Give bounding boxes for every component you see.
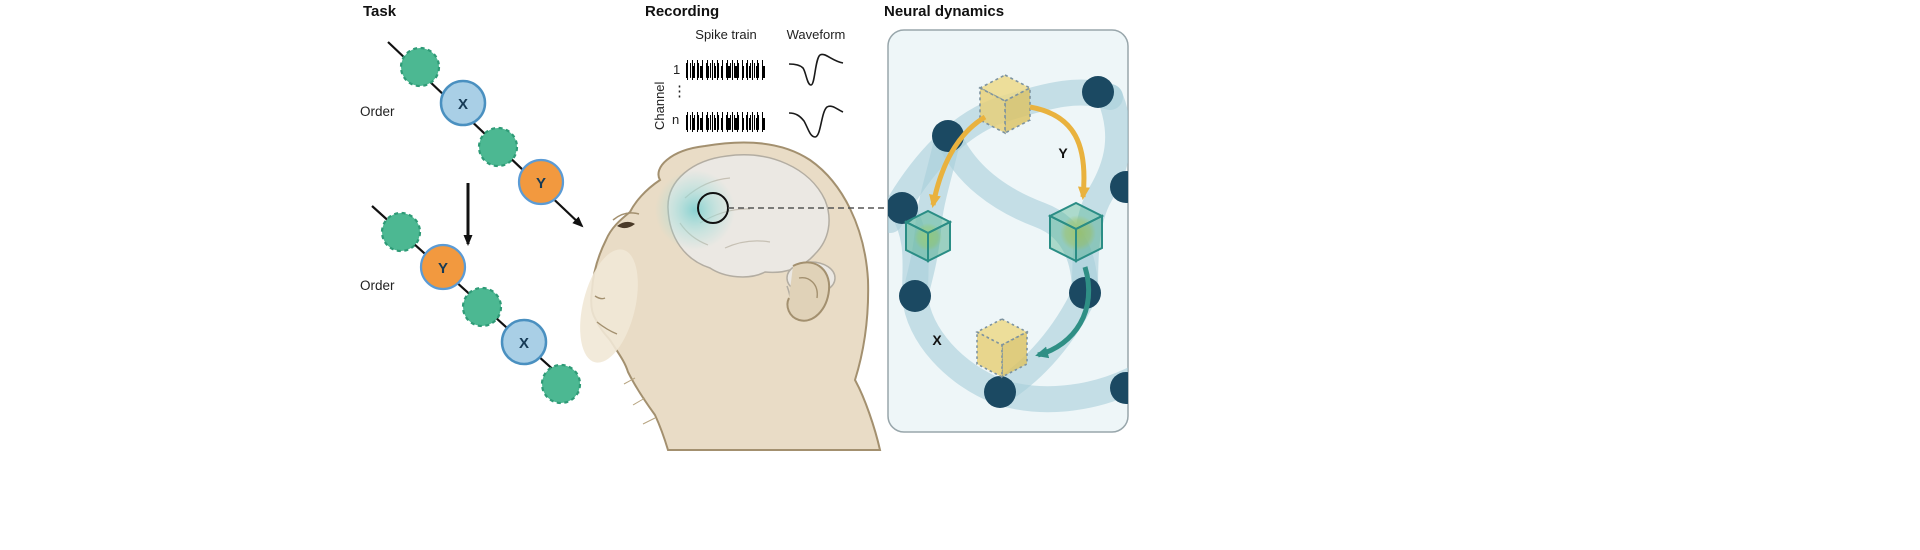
order-label-1: Order: [360, 104, 395, 119]
monkey-mouth-line: [596, 321, 618, 335]
transition-arrow-yellow-right: [1029, 104, 1090, 200]
latent-cube-bottom: [975, 318, 1029, 379]
stimulus-x-circle: [500, 318, 548, 366]
channel-1-tick: 1: [673, 62, 681, 77]
latent-cube-top: [978, 74, 1032, 135]
monkey-fur-strokes: [623, 377, 656, 425]
waveform-column-label: Waveform: [786, 27, 846, 42]
transition-arrow-teal: [1035, 266, 1092, 359]
neural-state-y-label: Y: [1058, 145, 1068, 161]
task-panel-title: Task: [363, 3, 397, 20]
waveform-channel-n: [788, 105, 844, 138]
transition-arrow-yellow-left: [929, 114, 987, 208]
network-node: [932, 120, 964, 152]
stimulus-x-seq1: X: [439, 79, 487, 127]
active-cube-right: [1047, 201, 1105, 263]
stimulus-y-label: Y: [438, 260, 448, 277]
network-node: [899, 280, 931, 312]
stimulus-x-label: X: [458, 96, 468, 113]
spike-train-channel-n: [686, 110, 766, 134]
monkey-ear: [786, 261, 831, 322]
distractor-circle: [461, 286, 503, 328]
order-label-2: Order: [360, 278, 395, 293]
stimulus-x-label: X: [519, 335, 529, 352]
network-node: [888, 192, 918, 224]
channel-ellipsis: ⋮: [672, 83, 687, 100]
spike-waveform-trace: [788, 105, 844, 138]
distractor-circle: [477, 126, 519, 168]
spike-train-channel-1: [686, 58, 766, 82]
monkey-nostril-line: [594, 295, 606, 300]
stimulus-x-seq2: X: [500, 318, 548, 366]
monkey-ear-inner-line: [798, 277, 818, 299]
neural-state-x-label: X: [932, 332, 942, 348]
spike-waveform-trace: [788, 53, 844, 86]
monkey-eye: [617, 221, 635, 229]
active-cube-left: [903, 209, 953, 263]
channel-n-tick: n: [672, 112, 680, 127]
network-node: [1110, 372, 1128, 404]
stimulus-y-circle: [419, 243, 467, 291]
neural-dynamics-diagram: Y X: [887, 29, 1129, 433]
neural-panel-title: Neural dynamics: [884, 3, 1005, 20]
network-node: [984, 376, 1016, 408]
recording-panel-title: Recording: [645, 3, 720, 20]
stimulus-y-seq2: Y: [419, 243, 467, 291]
waveform-channel-1: [788, 53, 844, 86]
distractor-circle: [540, 363, 582, 405]
channel-axis-label: Channel: [652, 81, 667, 130]
task-diagram: Order Order X Y Y X: [360, 41, 584, 405]
network-node: [1082, 76, 1114, 108]
recording-site-glow: [655, 170, 735, 250]
monkey-muzzle-patch: [580, 249, 638, 363]
network-node: [1069, 277, 1101, 309]
monkey-brow-line: [612, 212, 640, 221]
stimulus-y-seq1: Y: [517, 158, 565, 206]
spike-train-column-label: Spike train: [695, 27, 757, 42]
stimulus-y-circle: [517, 158, 565, 206]
distractor-circle: [399, 46, 441, 88]
monkey-head-illustration: [580, 141, 888, 451]
network-node: [1110, 171, 1128, 203]
stimulus-x-circle: [439, 79, 487, 127]
distractor-circle: [380, 211, 422, 253]
stimulus-y-label: Y: [536, 175, 546, 192]
